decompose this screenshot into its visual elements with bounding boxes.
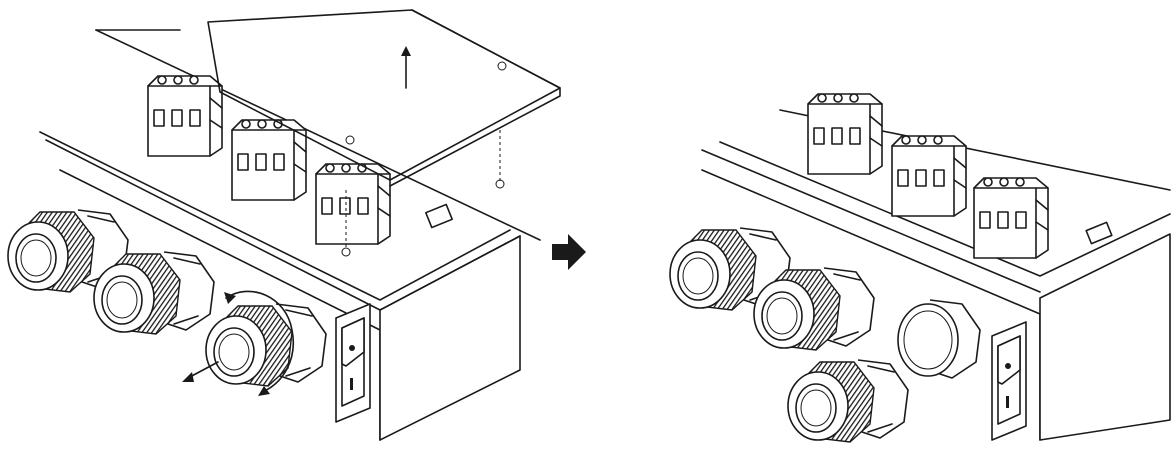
rotate-arrow-icon bbox=[182, 290, 295, 396]
cable-gland-icon bbox=[787, 359, 909, 443]
rocker-switch-icon bbox=[335, 303, 371, 423]
terminal-block-icon bbox=[807, 93, 883, 175]
terminal-block-icon bbox=[147, 75, 223, 157]
terminal-block-icon bbox=[891, 135, 967, 217]
enclosure-back-edge bbox=[95, 29, 541, 241]
before-panel bbox=[7, 9, 561, 441]
terminal-block-icon bbox=[231, 119, 307, 201]
enclosure-right-face bbox=[1039, 233, 1171, 441]
lifted-cover-icon bbox=[207, 9, 561, 181]
blanking-plug-icon bbox=[897, 299, 981, 379]
terminal-block-icon bbox=[973, 177, 1049, 259]
enclosure-right-face bbox=[379, 235, 521, 441]
cable-gland-icon bbox=[205, 303, 327, 387]
lift-arrow-icon bbox=[401, 46, 411, 89]
rocker-switch-icon bbox=[991, 321, 1027, 441]
after-panel bbox=[669, 93, 1171, 443]
right-arrow-icon bbox=[552, 234, 586, 270]
enclosure-rim bbox=[39, 131, 511, 301]
terminal-block-icon bbox=[315, 163, 391, 245]
